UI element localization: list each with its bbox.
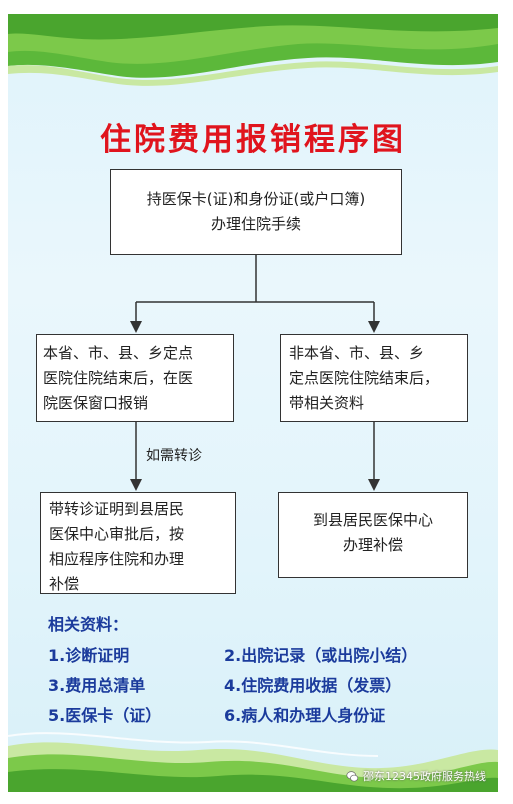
flow-box-transfer-text: 带转诊证明到县居民 医保中心审批后，按 相应程序住院和办理 补偿 xyxy=(49,500,185,593)
flow-box-county-center: 到县居民医保中心 办理补偿 xyxy=(278,492,468,578)
bottom-green-wave-decoration xyxy=(8,732,498,792)
watermark-text: 邵东12345政府服务热线 xyxy=(363,770,486,783)
watermark: 邵东12345政府服务热线 xyxy=(346,768,486,784)
poster: 住院费用报销程序图 持医保卡(证)和身份证(或户口簿) 办理住院手续 本省、市、… xyxy=(8,14,498,792)
flow-box-local-hospital: 本省、市、县、乡定点 医院住院结束后，在医 院医保窗口报销 xyxy=(36,334,234,422)
material-item: 1.诊断证明 xyxy=(48,646,130,665)
flow-box-admission-text: 持医保卡(证)和身份证(或户口簿) 办理住院手续 xyxy=(146,190,366,233)
flow-box-local-hospital-text: 本省、市、县、乡定点 医院住院结束后，在医 院医保窗口报销 xyxy=(43,344,194,412)
material-item: 6.病人和办理人身份证 xyxy=(224,706,386,725)
materials-title: 相关资料： xyxy=(48,615,129,634)
transfer-note-label: 如需转诊 xyxy=(146,448,202,464)
flow-box-transfer: 带转诊证明到县居民 医保中心审批后，按 相应程序住院和办理 补偿 xyxy=(40,492,236,594)
material-item: 3.费用总清单 xyxy=(48,676,146,695)
flow-box-nonlocal-hospital-text: 非本省、市、县、乡 定点医院住院结束后， 带相关资料 xyxy=(289,344,440,412)
flow-box-admission: 持医保卡(证)和身份证(或户口簿) 办理住院手续 xyxy=(110,169,402,255)
flow-connectors xyxy=(130,255,380,491)
material-item: 2.出院记录（或出院小结） xyxy=(224,646,418,665)
material-item: 4.住院费用收据（发票） xyxy=(224,676,402,695)
page-title: 住院费用报销程序图 xyxy=(100,122,406,158)
connector-start-to-branches xyxy=(130,255,380,333)
top-green-wave-decoration xyxy=(8,14,498,86)
material-item: 5.医保卡（证） xyxy=(48,706,162,725)
wechat-icon xyxy=(346,770,359,782)
flow-box-county-center-text: 到县居民医保中心 办理补偿 xyxy=(312,511,433,554)
flow-box-nonlocal-hospital: 非本省、市、县、乡 定点医院住院结束后， 带相关资料 xyxy=(280,334,468,422)
